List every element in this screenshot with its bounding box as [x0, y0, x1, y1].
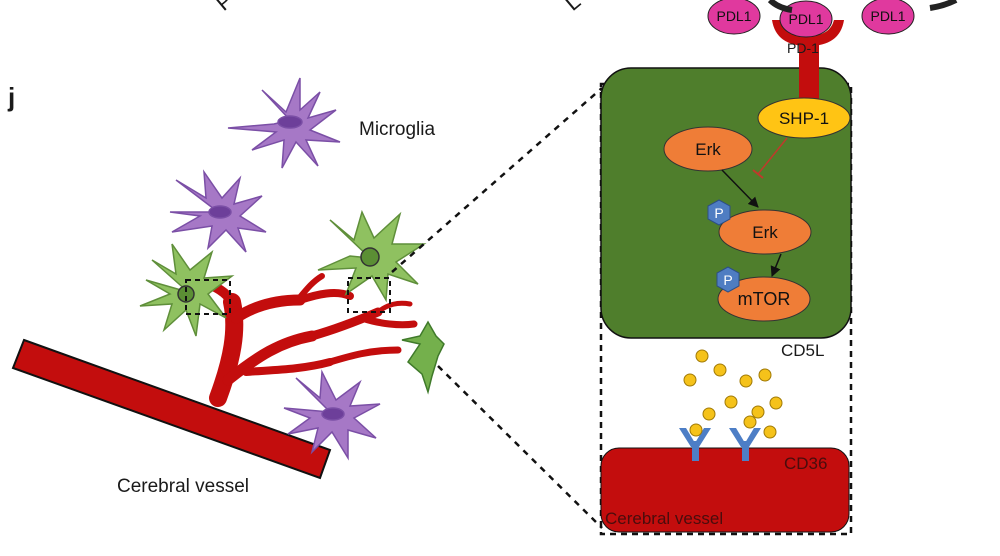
microglia-green-icon: [317, 209, 427, 303]
cerebral-vessel-icon: [11, 338, 332, 480]
microglia-purple-icon: [283, 369, 381, 461]
erk-node: [663, 126, 753, 172]
cd36-receptor-icon: [679, 428, 711, 461]
phospho-icon: [716, 266, 740, 293]
shp1-node: [757, 97, 851, 139]
mtor-label: mTOR: [737, 289, 791, 309]
cerebral-vessel-label: Cerebral vessel: [117, 476, 249, 497]
phospho-icon: [707, 199, 731, 226]
activation-arrow: [770, 253, 782, 277]
inhibition-bar: [752, 169, 764, 179]
zoom-box-small: [347, 277, 391, 313]
erk-label: Erk: [695, 139, 721, 159]
pdl1-label: PDL1: [788, 11, 824, 27]
pd1-receptor-icon: [772, 20, 844, 116]
pdl1-label: PDL1: [870, 8, 906, 24]
zoom-line: [391, 87, 603, 273]
p-erk-label: Erk: [752, 222, 778, 242]
cd5l-label: CD5L: [781, 341, 825, 360]
panel-letter: j: [8, 82, 16, 112]
microglia-purple-icon: [227, 77, 341, 169]
pdl1-node: [707, 0, 761, 35]
zoom-box-small: [185, 279, 231, 315]
pd1-label: PD-1: [787, 40, 819, 56]
pdl1-node: [861, 0, 915, 35]
pdl1-node: [779, 0, 833, 38]
pdl1-label: PDL1: [716, 8, 752, 24]
phospho-label: P: [723, 272, 733, 288]
cut-off-shape: [929, 0, 958, 11]
zoom-line: [437, 365, 603, 529]
p-erk-node: [718, 209, 812, 255]
shp1-label: SHP-1: [778, 108, 830, 128]
cd36-receptor-icon: [729, 428, 761, 461]
cd36-label: CD36: [784, 454, 828, 473]
microglia-green-icon: [401, 320, 445, 395]
cerebral-vessel-zoom: [600, 447, 850, 533]
vessel-zoom-label: Cerebral vessel: [605, 509, 724, 528]
activation-arrow: [721, 169, 759, 208]
inhibition-line: [757, 137, 788, 175]
mtor-node: [717, 276, 811, 322]
microglia-purple-icon: [169, 169, 267, 253]
cd5l-particles: [683, 349, 783, 439]
microglia-label: Microglia: [359, 119, 436, 140]
cut-off-shape: [767, 0, 793, 13]
phospho-label: P: [714, 205, 724, 221]
